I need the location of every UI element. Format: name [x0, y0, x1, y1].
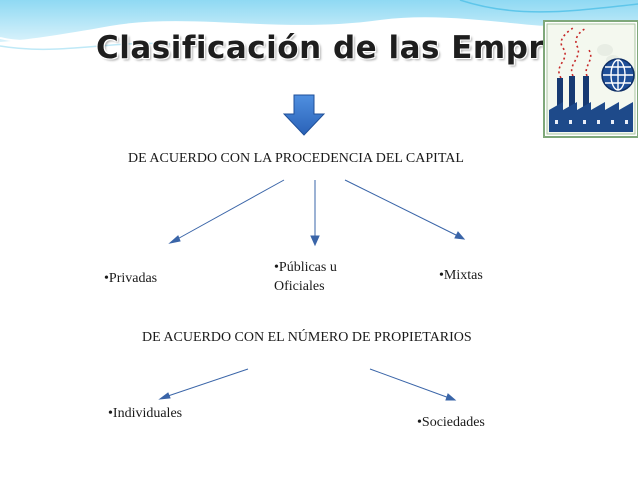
down-arrow-icon: [283, 94, 325, 136]
connector-arrows-1: [168, 179, 466, 247]
slide-title: Clasificación de las Empresas: [96, 30, 626, 66]
factory-globe-icon: [543, 20, 638, 138]
section-heading-propietarios: DE ACUERDO CON EL NÚMERO DE PROPIETARIOS: [142, 330, 472, 345]
item-privadas: •Privadas: [104, 271, 158, 286]
item-publicas: •Públicas u Oficiales: [274, 260, 337, 294]
connector-arrows-2: [158, 368, 457, 401]
item-sociedades: •Sociedades: [417, 415, 485, 430]
item-mixtas: •Mixtas: [439, 268, 483, 283]
section-heading-capital: DE ACUERDO CON LA PROCEDENCIA DEL CAPITA…: [128, 151, 464, 166]
item-individuales: •Individuales: [108, 406, 183, 421]
